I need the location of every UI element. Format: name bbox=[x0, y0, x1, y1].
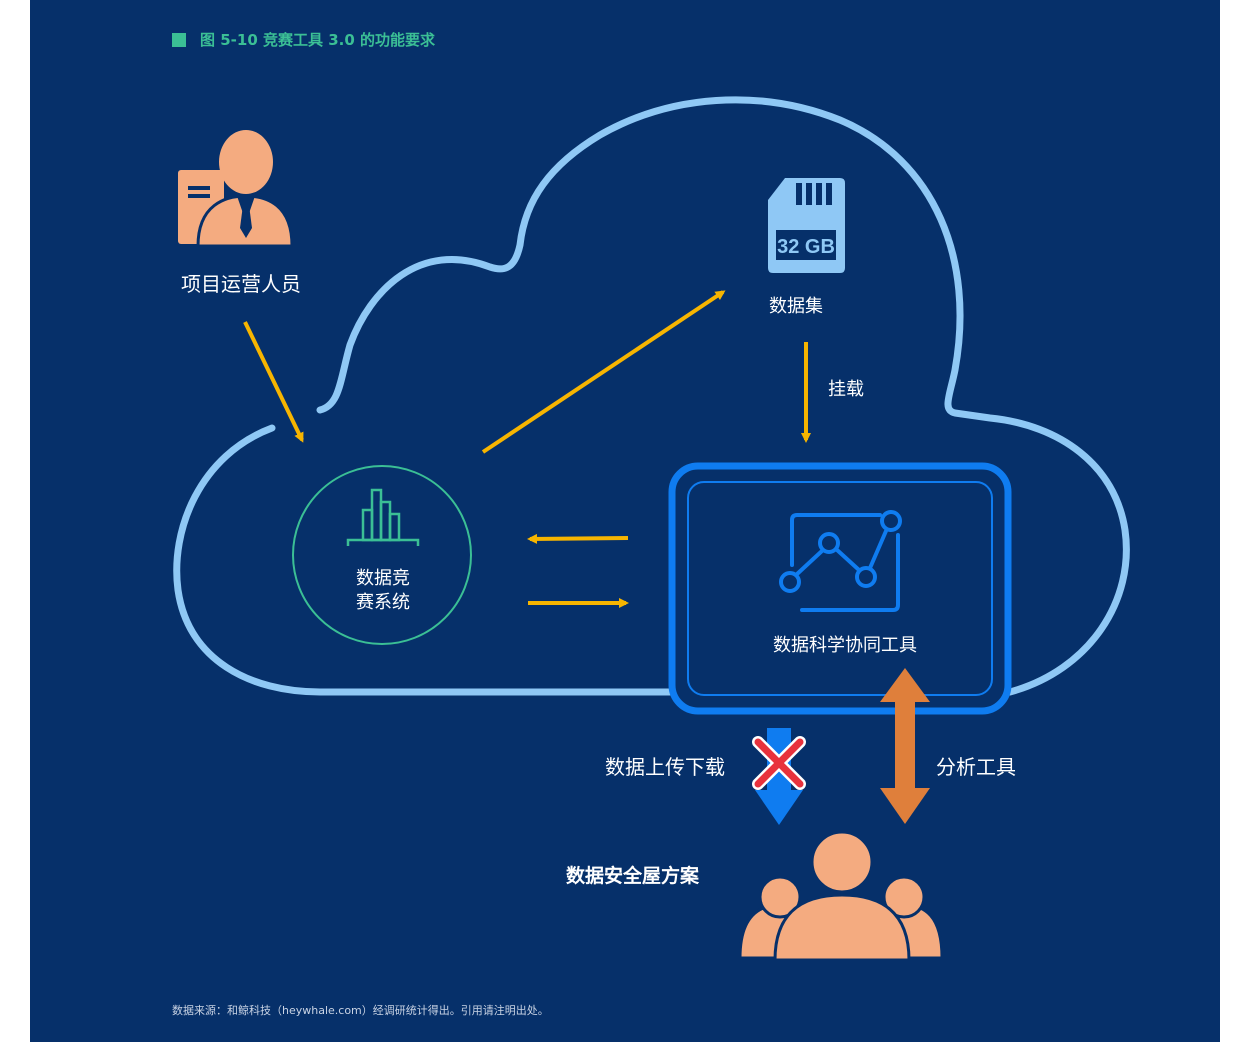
figure-title: 图 5-10 竞赛工具 3.0 的功能要求 bbox=[172, 29, 435, 50]
competition-system-label-line1: 数据竞 bbox=[356, 568, 410, 589]
competition-system-circle bbox=[292, 465, 472, 645]
title-marker-icon bbox=[172, 32, 186, 47]
mount-label: 挂载 bbox=[828, 379, 864, 400]
cloud-outline bbox=[173, 96, 1130, 696]
figure-title-text: 图 5-10 竞赛工具 3.0 的功能要求 bbox=[200, 31, 435, 49]
collab-tool-box-outer bbox=[668, 462, 1012, 715]
sd-card-capacity: 32 GB bbox=[777, 236, 835, 258]
arrow-operator-to-system bbox=[243, 321, 304, 443]
sd-card-icon: 32 GB bbox=[768, 178, 845, 273]
dataset-label: 数据集 bbox=[769, 296, 823, 317]
competition-system-label-line2: 赛系统 bbox=[356, 592, 410, 613]
analytics-chart-icon bbox=[779, 510, 902, 612]
source-note: 数据来源：和鲸科技（heywhale.com）经调研统计得出。引用请注明出处。 bbox=[172, 1004, 549, 1017]
arrow-system-to-dataset bbox=[481, 290, 726, 454]
safe-house-label: 数据安全屋方案 bbox=[566, 865, 700, 887]
upload-download-label: 数据上传下载 bbox=[605, 755, 725, 779]
collab-tool-label: 数据科学协同工具 bbox=[773, 635, 917, 656]
orange-double-arrow bbox=[880, 668, 930, 824]
bar-chart-icon bbox=[346, 488, 420, 546]
red-cross-icon bbox=[752, 736, 806, 790]
operator-label: 项目运营人员 bbox=[181, 272, 301, 296]
analysis-tools-label: 分析工具 bbox=[936, 755, 1016, 779]
user-group-icon bbox=[738, 830, 944, 962]
operator-person-icon bbox=[178, 130, 294, 248]
arrow-tool-to-system bbox=[527, 533, 629, 544]
collab-tool-box-inner bbox=[687, 481, 993, 696]
